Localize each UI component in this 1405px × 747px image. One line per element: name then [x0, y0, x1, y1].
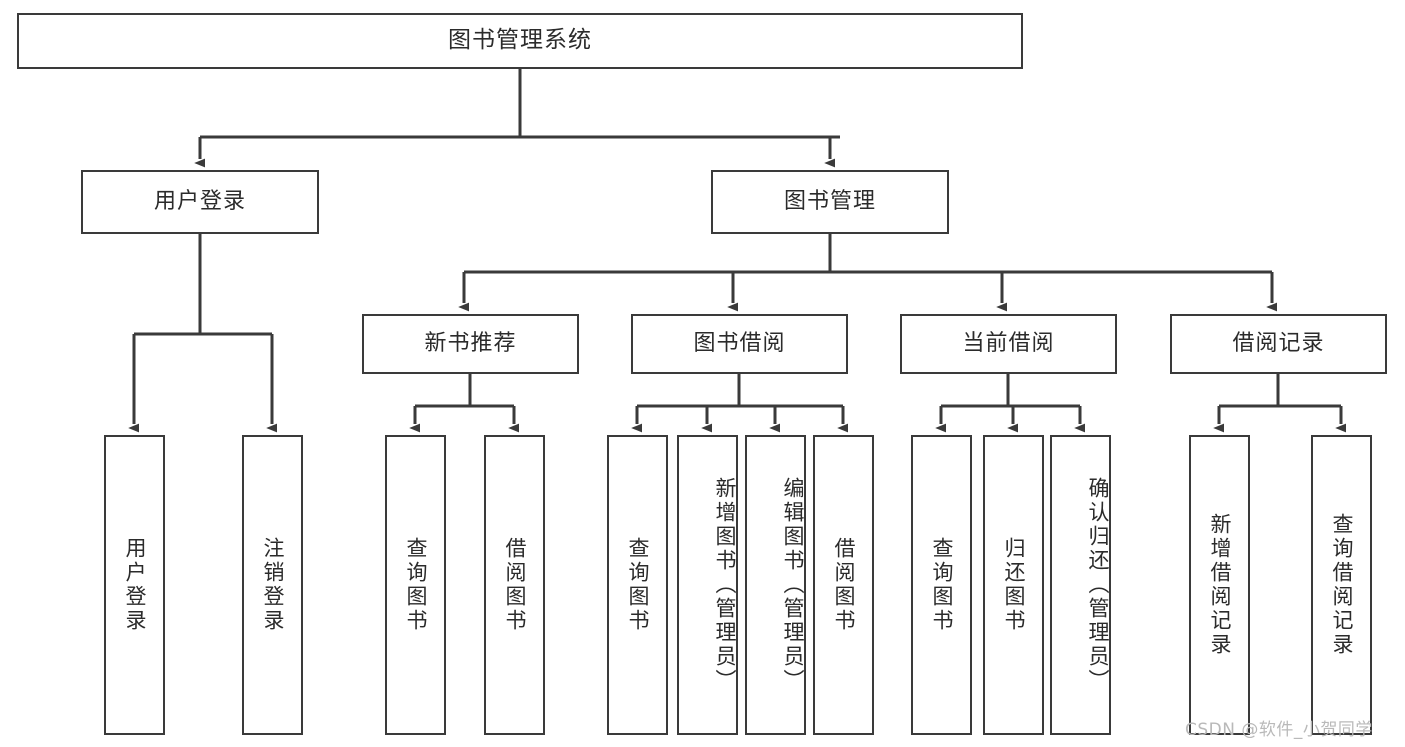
node-borrow-records[interactable]: 借阅记录 — [1170, 314, 1387, 374]
leaf-confirm-return-admin[interactable]: 确认归还（管理员） — [1050, 435, 1111, 735]
node-current-borrow[interactable]: 当前借阅 — [900, 314, 1117, 374]
leaf-user-login[interactable]: 用户登录 — [104, 435, 165, 735]
node-user-login[interactable]: 用户登录 — [81, 170, 319, 234]
node-root-system[interactable]: 图书管理系统 — [17, 13, 1023, 69]
leaf-query-books-newbooks[interactable]: 查询图书 — [385, 435, 446, 735]
leaf-return-books[interactable]: 归还图书 — [983, 435, 1044, 735]
leaf-query-books-current[interactable]: 查询图书 — [911, 435, 972, 735]
node-book-borrow[interactable]: 图书借阅 — [631, 314, 848, 374]
leaf-borrow-books-newbooks[interactable]: 借阅图书 — [484, 435, 545, 735]
node-book-management[interactable]: 图书管理 — [711, 170, 949, 234]
leaf-add-book-admin[interactable]: 新增图书（管理员） — [677, 435, 738, 735]
leaf-borrow-books[interactable]: 借阅图书 — [813, 435, 874, 735]
leaf-query-books-borrow[interactable]: 查询图书 — [607, 435, 668, 735]
leaf-logout[interactable]: 注销登录 — [242, 435, 303, 735]
leaf-edit-book-admin[interactable]: 编辑图书（管理员） — [745, 435, 806, 735]
node-new-book-recommend[interactable]: 新书推荐 — [362, 314, 579, 374]
leaf-query-borrow-record[interactable]: 查询借阅记录 — [1311, 435, 1372, 735]
leaf-add-borrow-record[interactable]: 新增借阅记录 — [1189, 435, 1250, 735]
